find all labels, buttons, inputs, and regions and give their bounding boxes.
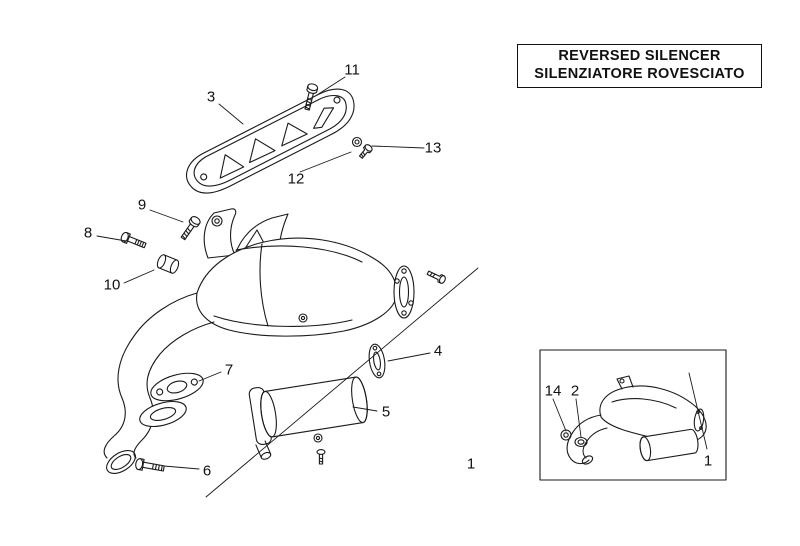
title-line-it: SILENZIATORE ROVESCIATO	[534, 65, 745, 82]
inset-callout-1: 1	[703, 452, 713, 470]
title-box: REVERSED SILENCER SILENZIATORE ROVESCIAT…	[517, 44, 762, 89]
expansion-chamber-drawing	[196, 237, 397, 337]
callout-10: 10	[103, 276, 121, 294]
callout-13: 13	[424, 139, 442, 157]
heat-shield-drawing	[185, 88, 355, 194]
bushing-10-drawing	[156, 254, 180, 274]
inset-assembled-drawing	[560, 375, 707, 465]
callout-6: 6	[202, 462, 212, 480]
inset-box-border	[539, 349, 727, 481]
screw-rear-drawing	[426, 270, 446, 284]
downpipe-drawing	[103, 292, 215, 474]
inset-callout-14: 14	[544, 382, 562, 400]
callout-12: 12	[287, 170, 305, 188]
callout-8: 8	[83, 224, 93, 242]
callout-7: 7	[224, 361, 234, 379]
callout-9: 9	[137, 196, 147, 214]
rear-flange-drawing	[393, 265, 415, 319]
leader-lines	[96, 76, 708, 498]
inset-callout-2: 2	[570, 382, 580, 400]
callout-1: 1	[466, 455, 476, 473]
bolt-6-drawing	[135, 458, 165, 472]
screw-11-drawing	[304, 83, 319, 111]
callout-11: 11	[344, 61, 360, 79]
callout-4: 4	[433, 342, 443, 360]
callout-3: 3	[206, 88, 216, 106]
small-fasteners-drawing	[313, 433, 326, 465]
end-disc-drawing	[368, 343, 386, 379]
flange-gasket-drawing	[139, 372, 204, 428]
title-line-en: REVERSED SILENCER	[558, 48, 721, 64]
screw-9-drawing	[180, 216, 201, 241]
silencer-can-drawing	[248, 376, 368, 460]
washer-nut-drawing	[351, 136, 373, 159]
callout-5: 5	[381, 403, 391, 421]
bolt-8-drawing	[120, 231, 147, 249]
